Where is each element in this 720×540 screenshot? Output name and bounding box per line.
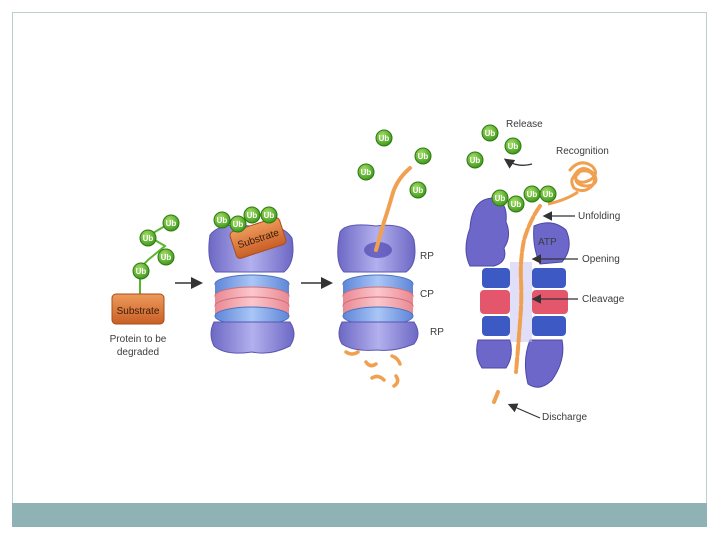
rp-top-label: RP — [420, 251, 434, 262]
ubiquitin-icon: Ub — [230, 216, 246, 232]
svg-text:Ub: Ub — [379, 134, 390, 143]
panel-degrading: Ub Ub Ub Ub RP CP RP — [338, 130, 444, 386]
protein-label-line1: Protein to be — [110, 334, 167, 345]
panel-substrate: Ub Ub Ub Ub Substrate Protein to be degr… — [110, 215, 179, 358]
ubiquitin-icon: Ub — [524, 186, 540, 202]
svg-text:Ub: Ub — [136, 267, 147, 276]
ubiquitin-icon: Ub — [410, 182, 426, 198]
ubiquitin-icon: Ub — [467, 152, 483, 168]
footer-bar — [12, 503, 707, 527]
unfolding-label: Unfolding — [578, 211, 620, 222]
ubiquitin-icon: Ub — [508, 196, 524, 212]
svg-text:Ub: Ub — [485, 129, 496, 138]
svg-text:Ub: Ub — [247, 211, 258, 220]
ubiquitin-icon: Ub — [261, 207, 277, 223]
panel-bound: Substrate Ub Ub Ub Ub — [209, 207, 294, 353]
ubiquitin-icon: Ub — [376, 130, 392, 146]
atp-label: ATP — [538, 237, 557, 248]
svg-text:Ub: Ub — [233, 220, 244, 229]
ubiquitin-icon: Ub — [540, 186, 556, 202]
ubiquitin-icon: Ub — [415, 148, 431, 164]
opening-label: Opening — [582, 254, 620, 265]
svg-text:Ub: Ub — [361, 168, 372, 177]
release-arrow — [506, 160, 532, 165]
ubiquitin-icon: Ub — [492, 190, 508, 206]
svg-text:Ub: Ub — [413, 186, 424, 195]
ubiquitin-icon: Ub — [505, 138, 521, 154]
ubiquitin-icon: Ub — [244, 207, 260, 223]
svg-text:Ub: Ub — [470, 156, 481, 165]
svg-text:Ub: Ub — [161, 253, 172, 262]
ubiquitin-icon: Ub — [163, 215, 179, 231]
svg-text:Ub: Ub — [543, 190, 554, 199]
ubiquitin-icon: Ub — [214, 212, 230, 228]
discharge-label: Discharge — [542, 412, 587, 423]
svg-text:Ub: Ub — [166, 219, 177, 228]
cleavage-label: Cleavage — [582, 294, 625, 305]
ubiquitin-icon: Ub — [158, 249, 174, 265]
substrate-label: Substrate — [117, 306, 160, 317]
ubiquitin-icon: Ub — [133, 263, 149, 279]
svg-text:Ub: Ub — [511, 200, 522, 209]
svg-text:Ub: Ub — [495, 194, 506, 203]
release-label: Release — [506, 119, 543, 130]
svg-text:Ub: Ub — [527, 190, 538, 199]
rp-bottom-label: RP — [430, 327, 444, 338]
svg-text:Ub: Ub — [143, 234, 154, 243]
svg-text:Ub: Ub — [264, 211, 275, 220]
ubiquitin-icon: Ub — [358, 164, 374, 180]
svg-text:Ub: Ub — [217, 216, 228, 225]
recognition-label: Recognition — [556, 146, 609, 157]
svg-text:Ub: Ub — [508, 142, 519, 151]
ubiquitin-icon: Ub — [482, 125, 498, 141]
cp-label: CP — [420, 289, 434, 300]
panel-mechanism: Ub Ub Ub Ub Ub Ub Ub R — [466, 119, 625, 423]
ubiquitin-icon: Ub — [140, 230, 156, 246]
svg-text:Ub: Ub — [418, 152, 429, 161]
protein-label-line2: degraded — [117, 347, 159, 358]
